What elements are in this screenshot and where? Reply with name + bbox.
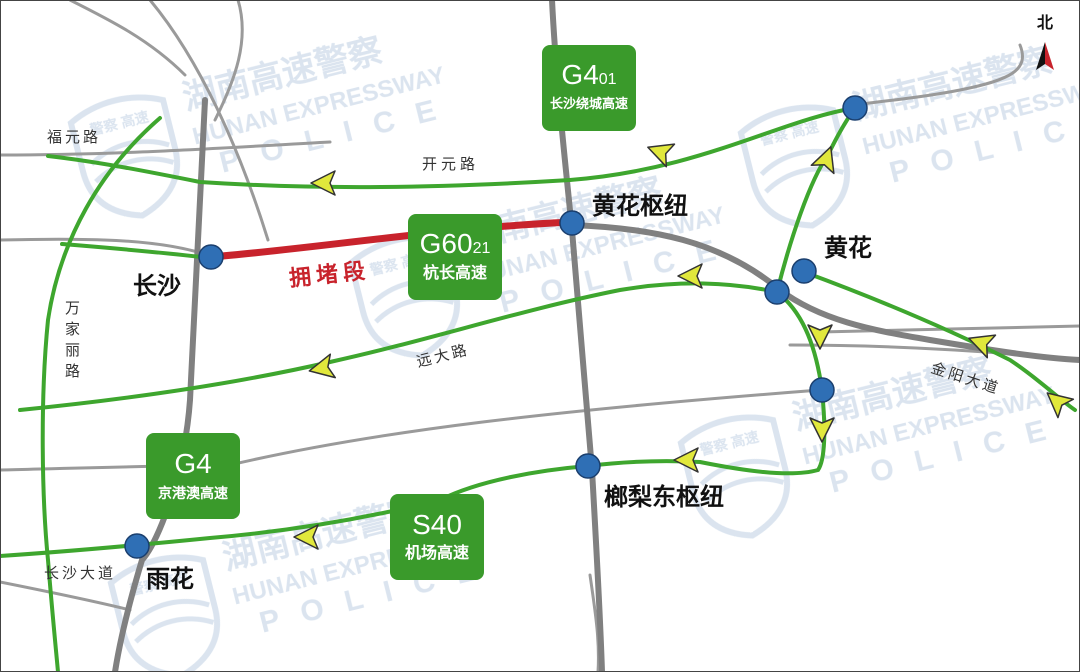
route-yuanda <box>18 281 779 412</box>
north-arrow-icon <box>1036 42 1054 70</box>
interchange-nodes <box>124 95 868 559</box>
direction-arrow-icon <box>1046 392 1075 419</box>
direction-arrow-icon <box>968 334 997 359</box>
direction-arrow-icon <box>310 170 336 196</box>
route-changsha-west <box>60 242 212 260</box>
shield-g4[interactable]: G4 京港澳高速 <box>146 433 240 519</box>
route-huanghua-ramp-down <box>586 290 827 476</box>
route-fuyuan <box>46 106 857 190</box>
shield-g60-21[interactable]: G6021 杭长高速 <box>408 214 502 300</box>
direction-arrow-icon <box>293 524 319 550</box>
label-yuhua: 雨花 <box>146 565 194 593</box>
road-label-wanjiali: 万家丽路 <box>63 300 81 384</box>
direction-arrow-icon <box>810 146 835 175</box>
watermark-badge-text: 警察 高速 <box>698 428 760 458</box>
shield-name: 杭长高速 <box>423 263 487 282</box>
node-yuhua[interactable] <box>124 533 150 559</box>
direction-arrows <box>293 143 1075 550</box>
shield-name: 京港澳高速 <box>158 485 228 502</box>
node-huanghua[interactable] <box>791 258 817 284</box>
direction-arrow-icon <box>647 143 676 168</box>
shield-name: 长沙绕城高速 <box>550 96 628 112</box>
direction-arrow-icon <box>677 263 703 289</box>
green-routes <box>0 106 1077 672</box>
congestion-segment <box>207 218 576 261</box>
direction-arrow-icon <box>308 353 337 379</box>
shield-code: G60 <box>420 228 473 259</box>
node-huanghua-hub[interactable] <box>559 210 585 236</box>
bg-road <box>588 573 600 672</box>
node-langli-east-hub[interactable] <box>575 453 601 479</box>
node-ring-ne[interactable] <box>842 95 868 121</box>
bg-road <box>148 0 270 242</box>
shield-code: G4 <box>174 448 211 479</box>
shield-sub: 21 <box>473 240 491 257</box>
node-langli-north[interactable] <box>809 377 835 403</box>
route-s40 <box>0 464 590 558</box>
label-changsha: 长沙 <box>133 272 181 300</box>
label-langli-east-hub: 榔梨东枢纽 <box>604 483 724 511</box>
bg-road <box>0 237 212 258</box>
road-label-yuanda: 远大路 <box>415 340 472 371</box>
label-huanghua-hub: 黄花枢纽 <box>592 192 688 220</box>
node-huanghua-west[interactable] <box>764 279 790 305</box>
shield-code: S40 <box>412 509 462 540</box>
svg-text:G6021: G6021 <box>420 228 491 259</box>
svg-text:G401: G401 <box>561 59 616 90</box>
bg-road <box>0 140 332 157</box>
watermark-1: 警察 高速 湖南高速警察 HUNAN EXPRESSWAY POLICE <box>67 31 461 219</box>
shield-g4-01[interactable]: G401 长沙绕城高速 <box>542 45 636 131</box>
bg-road <box>0 580 132 612</box>
road-label-changsha-avenue: 长沙大道 <box>44 564 116 582</box>
shield-s40[interactable]: S40 机场高速 <box>390 494 484 580</box>
bg-road <box>228 388 822 467</box>
g60-road <box>569 222 1080 363</box>
node-changsha[interactable] <box>198 244 224 270</box>
watermark-4: 警察 高速 湖南高速警察 HUNAN EXPRESSWAY POLICE <box>677 351 1071 539</box>
bg-road <box>213 0 244 122</box>
compass: 北 <box>1036 13 1054 70</box>
bg-road <box>853 43 1024 107</box>
police-badge-icon: 警察 高速 <box>677 414 790 539</box>
label-huanghua: 黄花 <box>824 234 872 262</box>
watermark-3: 警察 高速 湖南高速警察 HUNAN EXPRESSWAY POLICE <box>737 41 1080 229</box>
road-label-kaiyuan: 开元路 <box>422 155 479 173</box>
direction-arrow-icon <box>807 324 833 350</box>
direction-arrow-icon <box>809 417 835 443</box>
road-label-fuyuan: 福元路 <box>47 128 101 146</box>
shield-sub: 01 <box>599 71 617 88</box>
bg-road <box>818 324 1080 334</box>
direction-arrow-icon <box>673 447 699 473</box>
shield-code: G4 <box>561 59 598 90</box>
bg-road <box>68 0 187 77</box>
compass-label: 北 <box>1037 13 1053 32</box>
shield-name: 机场高速 <box>405 543 469 562</box>
